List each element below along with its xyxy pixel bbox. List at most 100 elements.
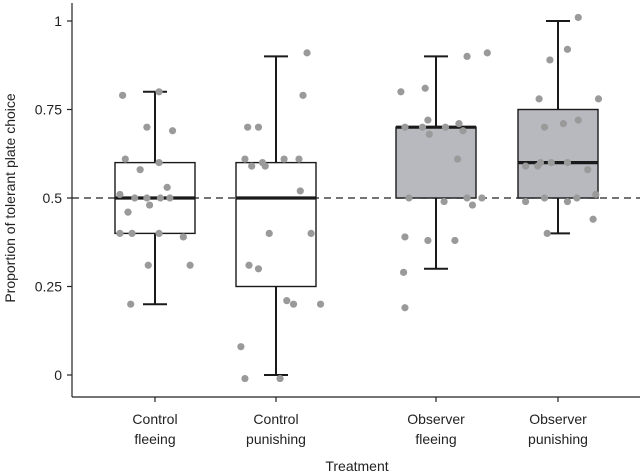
data-point (425, 130, 433, 138)
x-tick-label-line1: Control (132, 411, 177, 427)
data-point (245, 261, 253, 269)
data-point (405, 194, 413, 202)
x-tick-label-line1: Control (253, 411, 298, 427)
data-point (280, 155, 288, 163)
data-point (451, 236, 459, 245)
data-point (483, 49, 491, 57)
data-point (119, 91, 127, 99)
box (517, 108, 599, 199)
data-point (522, 197, 530, 206)
y-axis-title: Proportion of tolerant plate choice (2, 93, 18, 303)
data-point (540, 123, 549, 131)
data-point (121, 155, 129, 163)
data-point (155, 229, 163, 237)
data-point (261, 162, 269, 170)
data-point (424, 236, 432, 245)
y-tick-label: 0.5 (43, 190, 63, 206)
data-point (547, 159, 555, 167)
data-point (563, 45, 572, 53)
data-point (127, 300, 135, 308)
data-point (421, 84, 429, 92)
x-tick-label-line1: Observer (407, 411, 465, 427)
data-point (241, 374, 249, 383)
data-point (296, 187, 304, 195)
data-point (463, 194, 471, 202)
data-point (534, 162, 542, 170)
data-point (166, 194, 174, 202)
data-point (559, 120, 568, 128)
data-point (155, 159, 163, 167)
data-point (401, 233, 409, 241)
data-point (454, 155, 462, 163)
data-point (237, 343, 245, 351)
data-point (289, 300, 298, 308)
x-tick-label-line1: Observer (529, 411, 587, 427)
data-point (283, 297, 291, 305)
data-point (441, 123, 450, 131)
x-tick-label-line2: punishing (528, 431, 588, 447)
data-point (295, 155, 303, 163)
data-point (563, 159, 572, 167)
data-point (478, 194, 486, 202)
data-point (179, 233, 187, 241)
data-point (535, 95, 543, 103)
data-point (400, 268, 408, 276)
data-point (303, 49, 311, 57)
data-point (401, 123, 409, 131)
x-tick-label-line2: fleeing (134, 431, 175, 447)
data-point (440, 197, 448, 206)
data-point (163, 183, 171, 191)
data-point (124, 208, 132, 216)
data-point (116, 190, 124, 199)
data-point (265, 229, 273, 237)
y-tick-label: 0.25 (35, 279, 62, 295)
data-point (574, 13, 582, 22)
y-tick-label: 1 (54, 13, 62, 29)
data-point (254, 265, 263, 273)
data-point (522, 162, 530, 170)
data-point (143, 123, 151, 131)
data-point (546, 56, 554, 64)
data-point (592, 190, 600, 199)
data-point (307, 229, 315, 237)
plot-area (72, 13, 640, 383)
data-point (584, 166, 592, 174)
data-point (594, 95, 603, 103)
data-point (144, 261, 152, 269)
data-point (574, 116, 582, 124)
data-point (424, 116, 432, 124)
data-point (131, 194, 139, 202)
data-point (156, 194, 164, 202)
data-point (143, 194, 151, 202)
data-point (186, 261, 194, 269)
data-point (316, 300, 325, 308)
data-point (241, 155, 249, 163)
data-point (540, 194, 549, 202)
data-point (254, 123, 263, 131)
data-point (397, 88, 405, 96)
data-point (468, 201, 477, 209)
y-tick-label: 0 (54, 367, 62, 383)
data-point (401, 304, 409, 312)
data-point (418, 123, 427, 131)
x-tick-label-line2: fleeing (415, 431, 456, 447)
y-tick-label: 0.75 (35, 102, 62, 118)
x-axis-title: Treatment (325, 458, 388, 474)
data-point (589, 215, 597, 223)
data-point (168, 127, 177, 135)
data-point (146, 201, 154, 209)
data-point (128, 229, 136, 237)
data-point (276, 374, 284, 383)
box (395, 126, 477, 199)
x-tick-label-line2: punishing (246, 431, 306, 447)
data-point (573, 194, 581, 202)
data-point (563, 197, 572, 206)
data-point (463, 52, 471, 61)
data-point (136, 166, 144, 174)
data-point (543, 229, 551, 237)
data-point (455, 120, 463, 128)
data-point (155, 88, 163, 96)
data-point (299, 91, 307, 99)
